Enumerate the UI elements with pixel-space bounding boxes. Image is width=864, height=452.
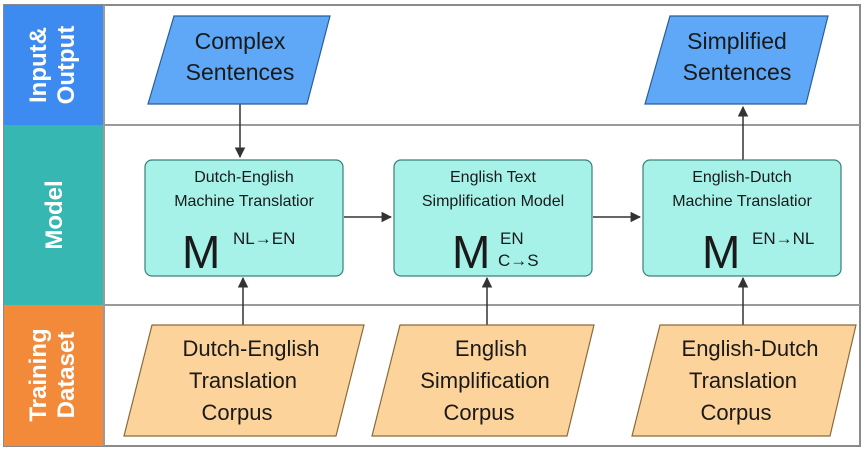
lane-header-input-output	[4, 5, 104, 125]
node-text: Corpus	[444, 400, 515, 425]
model-symbol: M	[702, 226, 740, 278]
model-superscript: NL→EN	[233, 229, 295, 248]
lane-header-model	[4, 125, 104, 305]
model-title: Machine Translatior	[672, 193, 812, 210]
node-text: Complex	[195, 28, 286, 54]
model-symbol: M	[452, 226, 490, 278]
node-text: English	[455, 336, 527, 361]
node-text: Simplification	[420, 368, 550, 393]
node-text: English-Dutch	[682, 336, 819, 361]
model-nl-en-box: Dutch-English Machine Translatior M NL→E…	[144, 159, 344, 278]
lane-label-model: Model	[41, 180, 68, 249]
dataset-en-nl-node: English-Dutch Translation Corpus	[631, 324, 857, 437]
lane-header-training	[4, 305, 104, 446]
dataset-nl-en-node: Dutch-English Translation Corpus	[123, 324, 365, 437]
node-text: Translation	[189, 368, 297, 393]
lane-label-line: Training	[25, 328, 52, 421]
node-text: Sentences	[186, 59, 295, 85]
model-subscript: C→S	[498, 251, 539, 270]
lane-label-line: Dataset	[53, 332, 80, 419]
simplified-sentences-node: Simplified Sentences	[644, 15, 829, 105]
model-title: Machine Translatior	[174, 193, 314, 210]
node-text: Corpus	[701, 400, 772, 425]
node-text: Corpus	[202, 400, 273, 425]
lane-label-line: Input&	[25, 27, 52, 103]
node-text: Sentences	[683, 59, 792, 85]
model-title: Dutch-English	[194, 169, 294, 186]
complex-sentences-node: Complex Sentences	[147, 15, 331, 105]
node-text: Simplified	[687, 28, 787, 54]
node-text: Translation	[689, 368, 797, 393]
model-symbol: M	[182, 226, 220, 278]
lane-label-line: Model	[41, 180, 68, 249]
dataset-simplification-node: English Simplification Corpus	[371, 324, 595, 437]
model-superscript: EN→NL	[752, 229, 814, 248]
model-simplification-box: English Text Simplification Model M EN C…	[393, 159, 593, 278]
model-title: English-Dutch	[692, 169, 792, 186]
node-text: Dutch-English	[183, 336, 320, 361]
lane-label-input-output: Input& Output	[25, 26, 80, 105]
model-title: Simplification Model	[422, 193, 564, 210]
lane-label-training: Training Dataset	[25, 328, 80, 421]
model-superscript: EN	[500, 229, 524, 248]
model-en-nl-box: English-Dutch Machine Translatior M EN→N…	[642, 159, 842, 278]
model-title: English Text	[450, 169, 537, 186]
lane-label-line: Output	[53, 26, 80, 105]
